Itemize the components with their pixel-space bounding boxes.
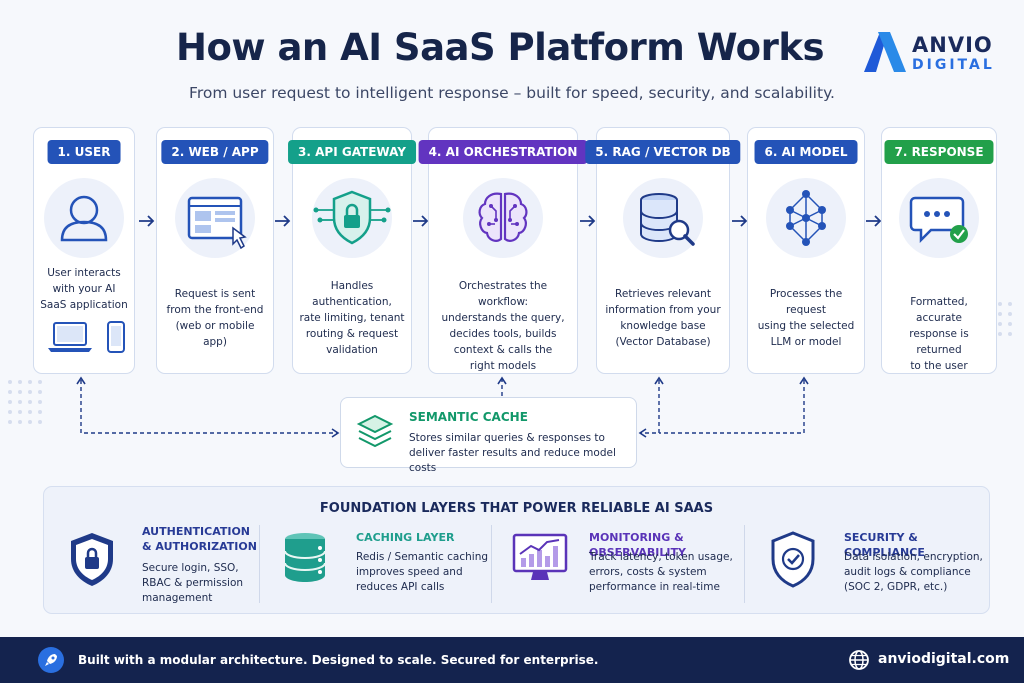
- user-icon: [44, 178, 124, 258]
- cache-connectors: [76, 376, 809, 438]
- arrow-right-icon: [413, 215, 429, 227]
- arrow-right-icon: [139, 215, 155, 227]
- monitor-chart-icon: [512, 533, 568, 580]
- cache-description: Stores similar queries & responses to de…: [409, 432, 616, 474]
- arrow-right-icon: [732, 215, 748, 227]
- page-subtitle: From user request to intelligent respons…: [189, 84, 835, 102]
- step-ai-orchestration: 4. AI ORCHESTRATION Orchestrates the wor…: [418, 127, 588, 374]
- step-badge: 4. AI ORCHESTRATION: [418, 140, 588, 164]
- layer-security: SECURITY & COMPLIANCE Data isolation, en…: [764, 524, 984, 608]
- step-badge: 1. USER: [47, 140, 121, 164]
- step-badge: 6. AI MODEL: [754, 140, 858, 164]
- step-badge: 7. RESPONSE: [884, 140, 994, 164]
- step-badge: 2. WEB / APP: [161, 140, 269, 164]
- logo-sub: DIGITAL: [912, 57, 995, 73]
- semantic-cache-card: SEMANTIC CACHE Stores similar queries & …: [340, 397, 637, 474]
- globe-icon: [849, 650, 869, 670]
- layer-description: Data isolation, encryption,audit logs & …: [844, 551, 983, 593]
- database-search-icon: [623, 178, 703, 258]
- step-description: Handles authentication,rate limiting, te…: [299, 280, 405, 356]
- arrow-right-icon: [866, 215, 882, 227]
- foundation-title: FOUNDATION LAYERS THAT POWER RELIABLE AI…: [319, 501, 714, 516]
- step-api-gateway: 3. API GATEWAY Handles authentication,ra…: [288, 127, 416, 374]
- decorative-dots: [8, 380, 42, 424]
- logo-name: ANVIO: [912, 33, 993, 57]
- step-description: Orchestrates the workflow:understands th…: [441, 280, 565, 372]
- layer-title: SECURITY & COMPLIANCE: [844, 531, 925, 559]
- foundation-layers-panel: FOUNDATION LAYERS THAT POWER RELIABLE AI…: [43, 486, 990, 614]
- brand-logo[interactable]: ANVIO DIGITAL: [862, 30, 1002, 74]
- arrow-right-icon: [275, 215, 291, 227]
- page-title: How an AI SaaS Platform Works: [176, 26, 824, 69]
- layers-icon: [356, 414, 394, 448]
- layer-monitoring: MONITORING & OBSERVABILITY Track latency…: [509, 524, 749, 608]
- separator: [259, 525, 260, 603]
- layer-authentication: AUTHENTICATION& AUTHORIZATION Secure log…: [62, 524, 262, 608]
- arrow-right-icon: [580, 215, 596, 227]
- step-badge: 3. API GATEWAY: [288, 140, 416, 164]
- step-badge: 5. RAG / VECTOR DB: [585, 140, 741, 164]
- layer-title: CACHING LAYER: [356, 531, 455, 544]
- layer-description: Track latency, token usage,errors, costs…: [589, 551, 733, 593]
- brain-icon: [463, 178, 543, 258]
- laptop-icon: [48, 322, 92, 352]
- logo-mark-icon: [864, 32, 906, 72]
- shield-lock-icon: [312, 178, 392, 258]
- layer-title: MONITORING & OBSERVABILITY: [589, 531, 686, 559]
- phone-icon: [107, 321, 125, 353]
- footer-bar: Built with a modular architecture. Desig…: [0, 637, 1024, 683]
- shield-lock-icon: [71, 533, 113, 586]
- database-icon: [284, 533, 326, 582]
- layer-title: AUTHENTICATION& AUTHORIZATION: [142, 525, 257, 553]
- separator: [491, 525, 492, 603]
- website-link[interactable]: anviodigital.com: [878, 651, 1010, 667]
- cache-title: SEMANTIC CACHE: [409, 410, 528, 424]
- footer-tagline: Built with a modular architecture. Desig…: [78, 653, 599, 667]
- rocket-icon: [38, 647, 64, 673]
- separator: [744, 525, 745, 603]
- browser-window-icon: [175, 178, 255, 258]
- neural-network-icon: [766, 178, 846, 258]
- chat-check-icon: [899, 178, 979, 258]
- shield-check-icon: [771, 531, 815, 588]
